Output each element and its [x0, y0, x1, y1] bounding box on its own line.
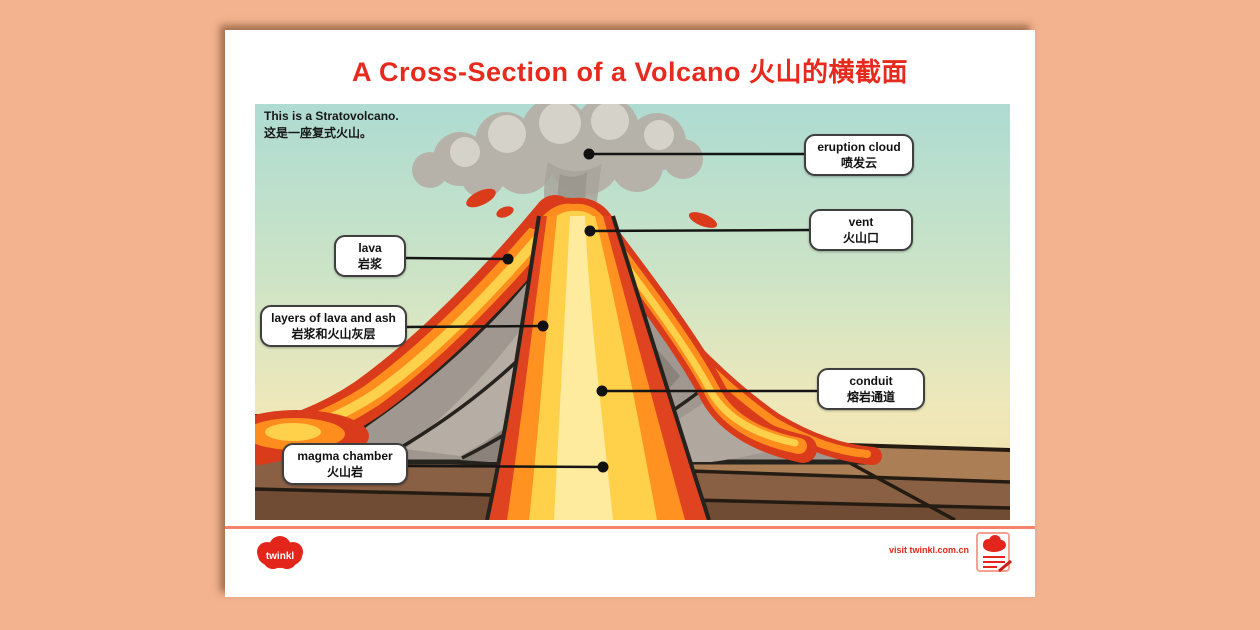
label-vent: vent 火山口	[809, 209, 913, 252]
label-magma-chamber-en: magma chamber	[297, 449, 393, 463]
page-title-en: A Cross-Section of a Volcano	[351, 57, 742, 87]
label-lava-zh: 岩浆	[357, 257, 382, 271]
label-conduit-en: conduit	[849, 374, 893, 388]
label-vent-zh: 火山口	[842, 231, 879, 245]
twinkl-logo: twinkl	[257, 536, 303, 569]
worksheet-sheet: A Cross-Section of a Volcano 火山的横截面	[225, 30, 1035, 597]
label-layers-of-lava-and-ash: layers of lava and ash 岩浆和火山灰层	[260, 305, 407, 348]
volcano-diagram: This is a Stratovolcano. 这是一座复式火山。 erupt…	[255, 104, 1010, 520]
label-conduit: conduit 熔岩通道	[817, 368, 925, 411]
stratovolcano-note: This is a Stratovolcano. 这是一座复式火山。	[264, 108, 399, 143]
label-conduit-zh: 熔岩通道	[846, 390, 895, 404]
visit-link-text: visit twinkl.com.cn	[888, 545, 969, 555]
label-eruption-cloud: eruption cloud 喷发云	[804, 134, 914, 177]
label-dots	[502, 148, 609, 473]
label-lava: lava 岩浆	[334, 235, 406, 278]
label-magma-chamber: magma chamber 火山岩	[282, 443, 408, 486]
lava-spatter	[466, 188, 718, 228]
footer-divider	[225, 526, 1035, 529]
conduit-magma-column	[485, 215, 711, 520]
label-connectors	[404, 152, 820, 469]
label-lava-en: lava	[358, 241, 382, 255]
label-eruption-cloud-zh: 喷发云	[840, 156, 877, 170]
page-title: A Cross-Section of a Volcano 火山的横截面	[225, 52, 1035, 89]
label-layers-zh: 岩浆和火山灰层	[291, 327, 376, 341]
svg-text:twinkl: twinkl	[266, 551, 295, 562]
page-title-zh: 火山的横截面	[749, 57, 909, 87]
stratovolcano-note-zh: 这是一座复式火山。	[264, 126, 373, 141]
eruption-cloud-art	[412, 104, 703, 230]
twinkl-stamp-icon	[976, 532, 1012, 573]
label-vent-en: vent	[848, 215, 874, 229]
label-magma-chamber-zh: 火山岩	[326, 465, 363, 479]
label-eruption-cloud-en: eruption cloud	[817, 140, 901, 154]
stratovolcano-note-en: This is a Stratovolcano.	[264, 109, 399, 123]
label-layers-en: layers of lava and ash	[271, 311, 396, 325]
